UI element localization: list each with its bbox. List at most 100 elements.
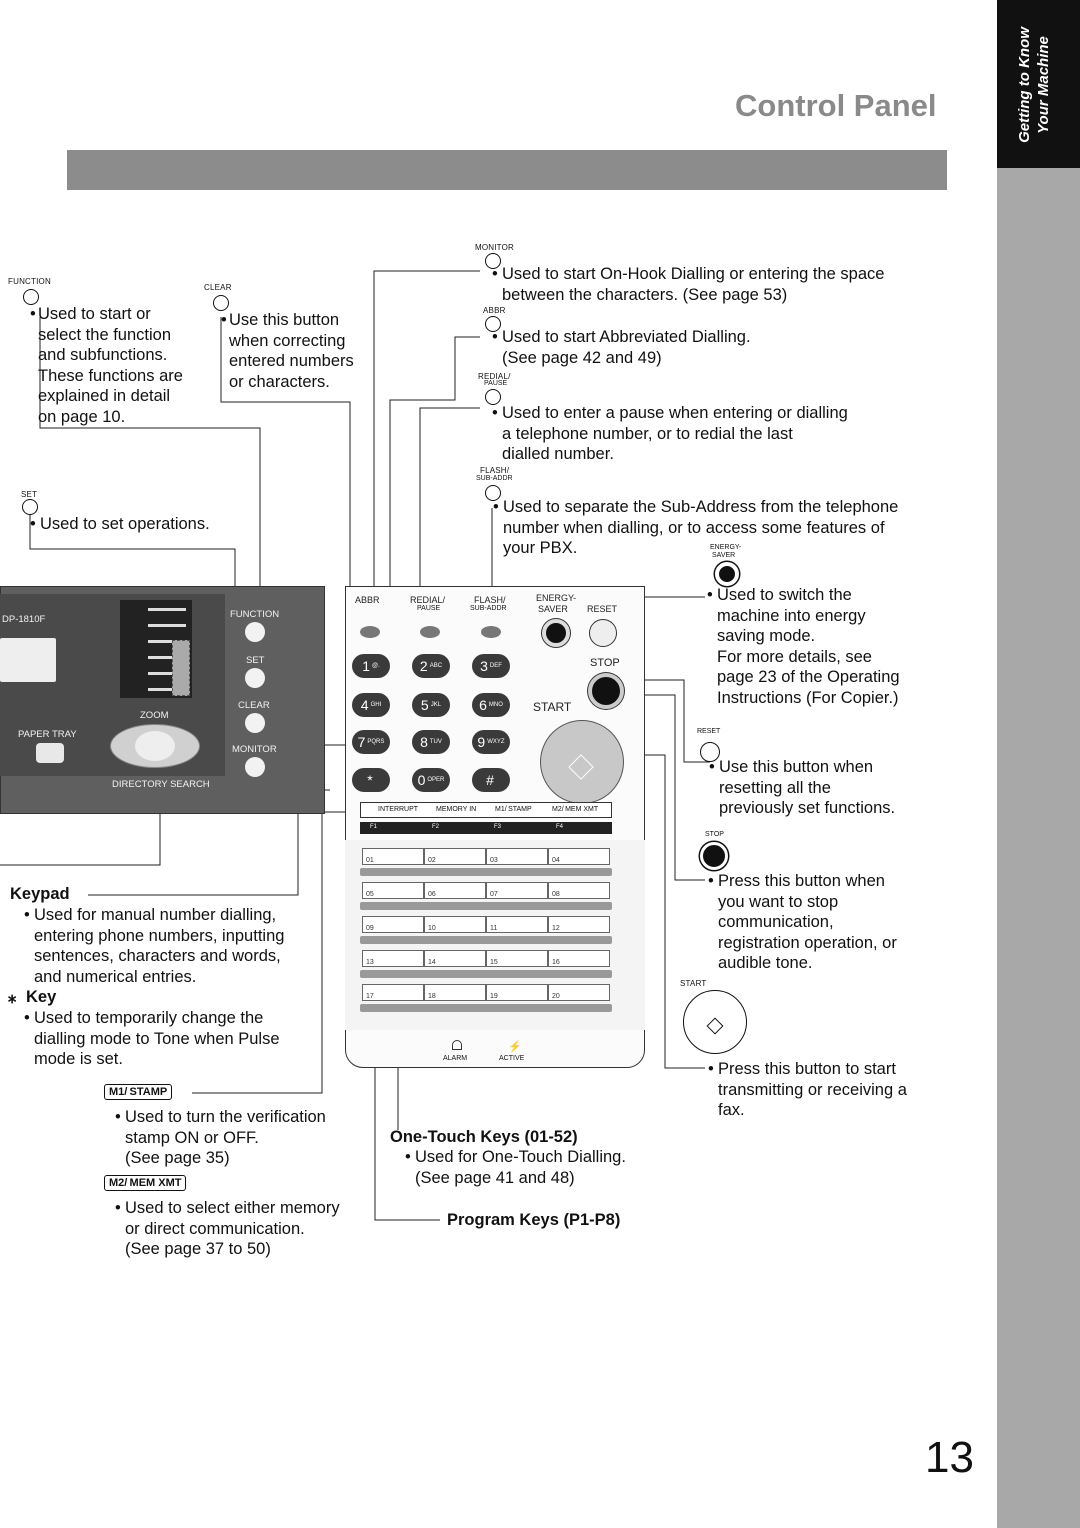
one-touch-key-number: 08 — [552, 891, 560, 898]
panel-clear-button[interactable] — [245, 713, 265, 733]
one-touch-key[interactable]: 02 — [424, 848, 486, 865]
one-touch-key-number: 05 — [366, 891, 374, 898]
one-touch-key[interactable]: 03 — [486, 848, 548, 865]
keypad-key[interactable]: 1@. — [352, 654, 390, 678]
function-description: Used to start or select the function and… — [38, 305, 183, 426]
program-key[interactable]: F1 — [370, 824, 378, 830]
keypad-key-letters: DEF — [489, 663, 502, 669]
one-touch-key[interactable]: 07 — [486, 882, 548, 899]
one-touch-key[interactable]: 18 — [424, 984, 486, 1001]
keypad-key-number: * — [367, 772, 373, 788]
one-touch-key[interactable]: 05 — [362, 882, 424, 899]
panel-m2-memxmt[interactable]: M2/ MEM XMT — [552, 806, 599, 813]
bullet: • — [115, 1108, 121, 1126]
keypad-key-letters: WXYZ — [487, 739, 505, 745]
panel-redial-button[interactable] — [420, 626, 440, 638]
function-button[interactable] — [23, 289, 39, 305]
star-key-asterisk-icon: ⁎ — [8, 988, 17, 1006]
clear-description: Use this button when correcting entered … — [229, 311, 354, 391]
panel-monitor-button[interactable] — [245, 757, 265, 777]
panel-reset-button[interactable] — [589, 619, 617, 647]
bullet: • — [492, 265, 498, 283]
set-button[interactable] — [22, 499, 38, 515]
keypad-key-letters: GHI — [370, 702, 382, 708]
redial-button[interactable] — [485, 389, 501, 405]
one-touch-key[interactable]: 12 — [548, 916, 610, 933]
clear-label: CLEAR — [204, 283, 232, 292]
one-touch-key[interactable]: 04 — [548, 848, 610, 865]
panel-clear: CLEAR — [238, 700, 270, 711]
keypad-key-number: 8 — [420, 734, 428, 750]
bullet: • — [707, 586, 713, 604]
keypad-key-number: 5 — [420, 697, 429, 713]
one-touch-key-number: 13 — [366, 959, 374, 966]
paper-tray-button[interactable] — [36, 743, 64, 763]
navigation-pad-center[interactable] — [135, 731, 175, 761]
panel-interrupt[interactable]: INTERRUPT — [378, 806, 419, 813]
one-touch-key[interactable]: 13 — [362, 950, 424, 967]
panel-start: START — [533, 700, 572, 714]
reset-button[interactable] — [700, 742, 720, 762]
one-touch-key-number: 17 — [366, 993, 374, 1000]
one-touch-key[interactable]: 17 — [362, 984, 424, 1001]
flash-button[interactable] — [485, 485, 501, 501]
panel-model: DP-1810F — [2, 614, 46, 625]
redial-description: Used to enter a pause when entering or d… — [502, 404, 848, 464]
panel-stop-button[interactable] — [588, 673, 624, 709]
panel-start-button[interactable] — [540, 720, 624, 804]
panel-abbr-button[interactable] — [360, 626, 380, 638]
one-touch-key[interactable]: 11 — [486, 916, 548, 933]
panel-m1-stamp[interactable]: M1/ STAMP — [495, 806, 532, 813]
one-touch-key-number: 16 — [552, 959, 560, 966]
panel-set-button[interactable] — [245, 668, 265, 688]
one-touch-description: Used for One-Touch Dialling. (See page 4… — [415, 1148, 626, 1187]
one-touch-key[interactable]: 06 — [424, 882, 486, 899]
monitor-button[interactable] — [485, 253, 501, 269]
one-touch-key-number: 14 — [428, 959, 436, 966]
start-button[interactable] — [683, 990, 747, 1054]
one-touch-key[interactable]: 01 — [362, 848, 424, 865]
alarm-icon — [452, 1040, 462, 1050]
one-touch-key[interactable]: 15 — [486, 950, 548, 967]
one-touch-key[interactable]: 10 — [424, 916, 486, 933]
bullet: • — [30, 305, 36, 323]
keypad-key[interactable]: * — [352, 768, 390, 792]
clear-button[interactable] — [213, 295, 229, 311]
energy-saver-button[interactable] — [715, 562, 739, 586]
program-key[interactable]: F4 — [556, 824, 564, 830]
keypad-key-number: 4 — [360, 697, 369, 713]
panel-energy-saver-button[interactable] — [542, 619, 570, 647]
one-touch-key-number: 01 — [366, 857, 374, 864]
one-touch-key[interactable]: 20 — [548, 984, 610, 1001]
one-touch-key[interactable]: 08 — [548, 882, 610, 899]
one-touch-key[interactable]: 19 — [486, 984, 548, 1001]
one-touch-heading: One-Touch Keys (01-52) — [390, 1128, 578, 1146]
panel-directory-search: DIRECTORY SEARCH — [112, 779, 210, 790]
panel-sub-addr: SUB-ADDR — [470, 605, 507, 612]
bullet: • — [709, 758, 715, 776]
program-key[interactable]: F3 — [494, 824, 502, 830]
program-key[interactable]: F2 — [432, 824, 440, 830]
one-touch-key[interactable]: 09 — [362, 916, 424, 933]
abbr-button[interactable] — [485, 316, 501, 332]
keypad-key[interactable]: # — [472, 768, 510, 792]
star-key-description: Used to temporarily change the dialling … — [34, 1009, 280, 1069]
star-key-heading: Key — [26, 988, 57, 1006]
title-band — [67, 150, 947, 190]
panel-flash-button[interactable] — [481, 626, 501, 638]
stop-button[interactable] — [700, 842, 728, 870]
panel-memory-in[interactable]: MEMORY IN — [436, 806, 477, 813]
panel-function-button[interactable] — [245, 622, 265, 642]
one-touch-key[interactable]: 14 — [424, 950, 486, 967]
one-touch-key[interactable]: 16 — [548, 950, 610, 967]
keypad-key-letters: TUV — [429, 739, 442, 745]
